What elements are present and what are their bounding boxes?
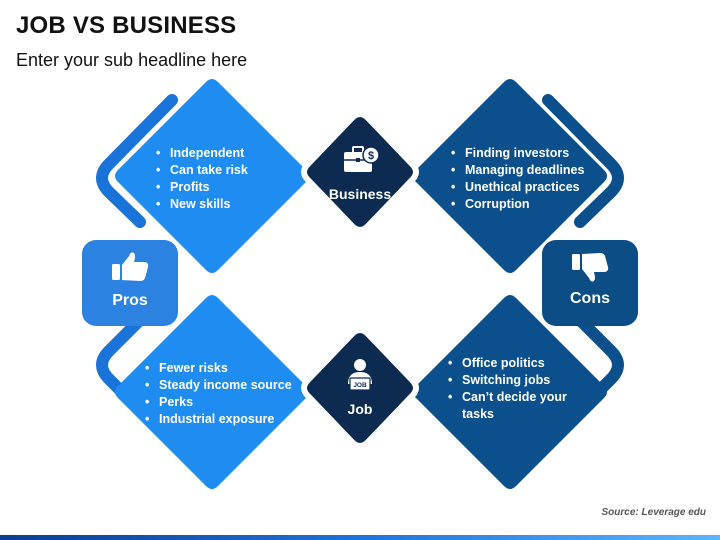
bracket-bottom-right (542, 314, 624, 448)
job-person-icon: JOB (348, 359, 372, 391)
list-item: Office politics (448, 355, 578, 372)
list-item: Finding investors (451, 145, 584, 162)
list-item: New skills (156, 196, 248, 213)
thumbs-down-icon (572, 253, 609, 282)
list-item: Switching jobs (448, 372, 578, 389)
pros-label: Pros (112, 292, 148, 309)
job-cons-list: Office politics Switching jobs Can’t dec… (448, 355, 578, 423)
bracket-top-left (96, 94, 178, 228)
briefcase-dollar-icon: $ (344, 146, 380, 172)
bracket-bottom-left (96, 314, 178, 448)
thumbs-up-icon (112, 252, 149, 281)
job-label: Job (347, 401, 373, 417)
page-title: JOB VS BUSINESS (16, 12, 237, 39)
list-item: Unethical practices (451, 179, 584, 196)
business-cons-list: Finding investors Managing deadlines Une… (451, 145, 584, 213)
list-item: Profits (156, 179, 248, 196)
list-item: Steady income source (145, 377, 292, 394)
list-item: Fewer risks (145, 360, 292, 377)
pros-box (82, 240, 178, 326)
business-label: Business (328, 186, 392, 202)
page-subtitle: Enter your sub headline here (16, 50, 248, 70)
business-pros-list: Independent Can take risk Profits New sk… (156, 145, 248, 213)
svg-text:JOB: JOB (353, 382, 367, 389)
source-note: Source: Leverage edu (601, 507, 706, 518)
list-item: Managing deadlines (451, 162, 584, 179)
cons-label: Cons (570, 290, 610, 307)
list-item: Independent (156, 145, 248, 162)
job-pros-list: Fewer risks Steady income source Perks I… (145, 360, 292, 428)
svg-text:$: $ (368, 150, 374, 162)
list-item: Perks (145, 394, 292, 411)
cons-box (542, 240, 638, 326)
list-item: Industrial exposure (145, 411, 292, 428)
bracket-top-right (542, 94, 624, 228)
footer-bar (0, 535, 720, 540)
list-item: Corruption (451, 196, 584, 213)
list-item: Can’t decide your tasks (448, 389, 578, 423)
list-item: Can take risk (156, 162, 248, 179)
